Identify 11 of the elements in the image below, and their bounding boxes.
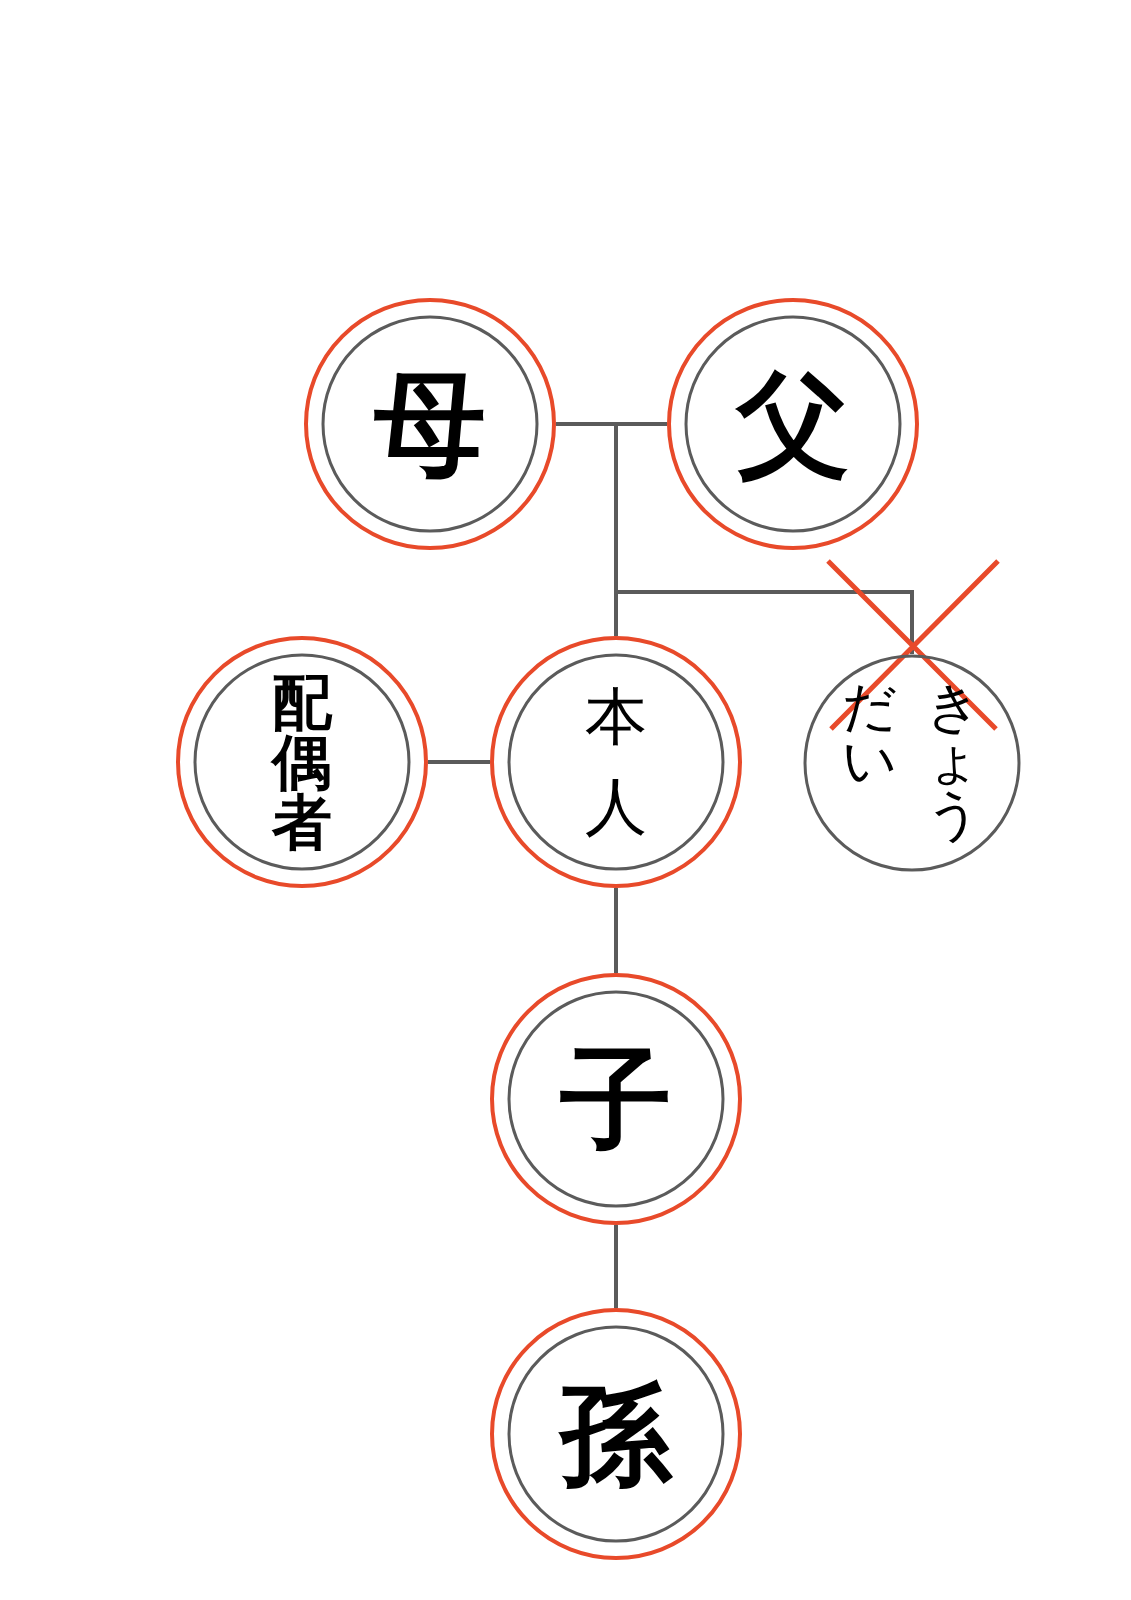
person-circle: 孫 [490,1308,742,1560]
connector-line [614,888,618,973]
person-circle: 子 [490,973,742,1225]
connector-line [428,760,490,764]
connector-line [614,1225,618,1308]
person-circle: 本人 [490,636,742,888]
person-circle: 配偶者 [176,636,428,888]
connector-line [614,422,914,654]
person-circle: きょうだい [803,654,1021,872]
person-circle: 父 [667,298,919,550]
person-circle: 母 [304,298,556,550]
